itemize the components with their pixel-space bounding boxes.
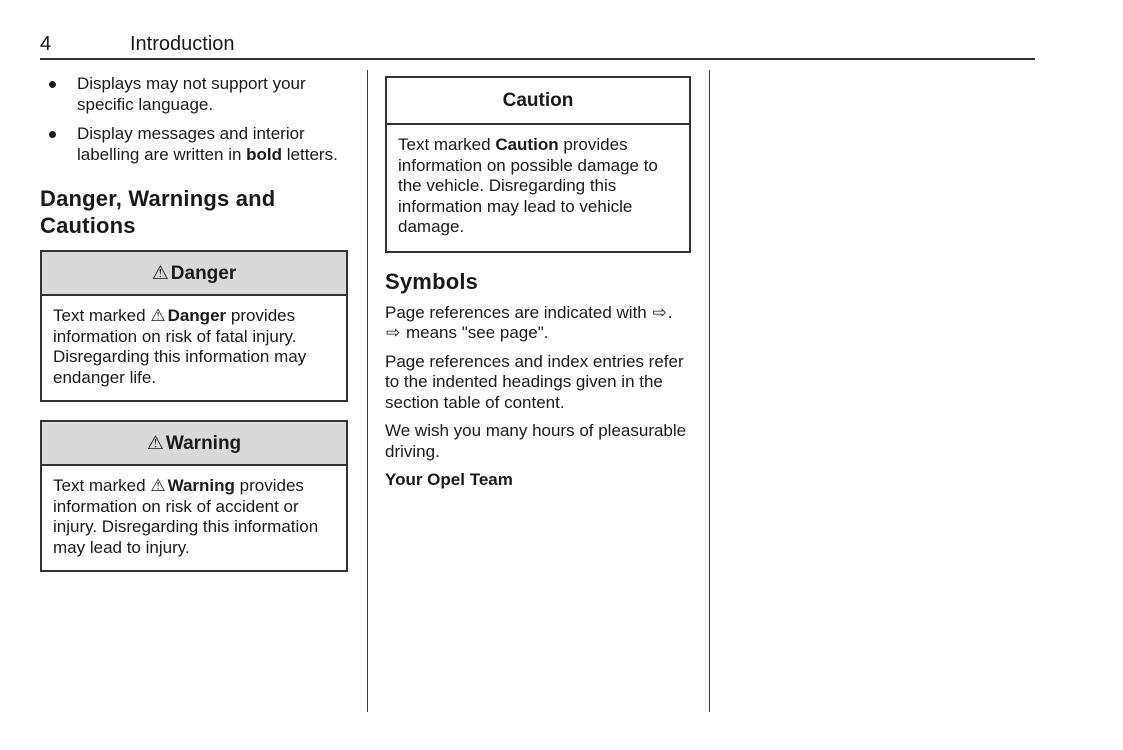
warning-triangle-icon: ⚠ bbox=[151, 262, 169, 284]
warning-box-header: ⚠Warning bbox=[42, 422, 346, 466]
list-item-bold-text: bold bbox=[246, 144, 283, 164]
body-text: . bbox=[667, 302, 673, 322]
symbols-paragraph: Page references and index entries refer … bbox=[385, 351, 684, 412]
middle-column: Caution Text marked Caution provides inf… bbox=[385, 70, 691, 491]
left-column: Displays may not support your specific l… bbox=[40, 74, 348, 572]
body-text: Text marked bbox=[53, 306, 151, 325]
list-item: Displays may not support your specific l… bbox=[40, 74, 348, 115]
column-divider bbox=[367, 70, 368, 712]
caution-box: Caution Text marked Caution provides inf… bbox=[385, 76, 691, 253]
section-heading: Danger, Warnings and Cautions bbox=[40, 186, 276, 238]
danger-box-header: ⚠Danger bbox=[42, 252, 346, 296]
body-text: provides information on risk of fatal in… bbox=[53, 306, 307, 387]
body-bold-text: Danger bbox=[167, 306, 227, 325]
list-item-text: letters. bbox=[282, 144, 338, 164]
page-number: 4 bbox=[40, 33, 52, 55]
signature-text: Your Opel Team bbox=[385, 470, 513, 489]
warning-triangle-icon: ⚠ bbox=[146, 432, 164, 454]
danger-box-title: Danger bbox=[170, 263, 237, 284]
bullet-icon bbox=[49, 81, 56, 88]
caution-box-header: Caution bbox=[387, 78, 689, 125]
column-divider bbox=[709, 70, 710, 712]
body-text: Text marked bbox=[53, 476, 151, 495]
symbols-heading: Symbols bbox=[385, 268, 479, 294]
warning-triangle-icon: ⚠ bbox=[150, 306, 166, 326]
body-text: Page references are indicated with bbox=[385, 302, 652, 322]
body-text: Text marked bbox=[398, 135, 496, 154]
body-text: provides information on risk of accident… bbox=[53, 476, 319, 557]
symbols-paragraph: We wish you many hours of pleasurable dr… bbox=[385, 421, 687, 461]
caution-box-title: Caution bbox=[502, 90, 574, 111]
danger-box-body: Text marked ⚠Danger provides information… bbox=[42, 296, 346, 400]
caution-box-body: Text marked Caution provides information… bbox=[387, 125, 689, 251]
bullet-list: Displays may not support your specific l… bbox=[40, 74, 348, 165]
list-item-text: Display messages and interior labelling … bbox=[77, 124, 305, 164]
warning-box: ⚠Warning Text marked ⚠Warning provides i… bbox=[40, 420, 348, 572]
chapter-title: Introduction bbox=[130, 33, 235, 55]
page-reference-arrow-icon: ⇨ bbox=[652, 302, 667, 323]
warning-box-body: Text marked ⚠Warning provides informatio… bbox=[42, 466, 346, 570]
body-text: provides information on possible damage … bbox=[398, 135, 658, 236]
right-column-empty bbox=[725, 70, 1035, 712]
symbols-paragraph: Page references are indicated with ⇨. ⇨ … bbox=[385, 303, 691, 344]
warning-triangle-icon: ⚠ bbox=[150, 476, 166, 496]
header-rule bbox=[40, 58, 1035, 60]
body-bold-text: Warning bbox=[167, 476, 235, 495]
danger-box: ⚠Danger Text marked ⚠Danger provides inf… bbox=[40, 250, 348, 402]
bullet-icon bbox=[49, 131, 56, 138]
list-item: Display messages and interior labelling … bbox=[40, 124, 348, 165]
warning-box-title: Warning bbox=[165, 433, 242, 454]
list-item-text: Displays may not support your specific l… bbox=[77, 74, 306, 114]
page-reference-arrow-icon: ⇨ bbox=[386, 323, 401, 343]
body-text: means "see page". bbox=[401, 323, 549, 342]
body-bold-text: Caution bbox=[495, 135, 559, 154]
